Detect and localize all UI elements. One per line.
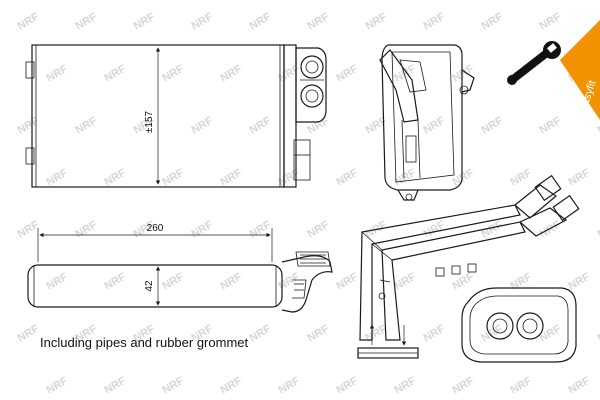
watermark-text: NRF	[16, 323, 42, 345]
watermark-text: NRF	[480, 323, 506, 345]
watermark-text: NRF	[538, 115, 564, 137]
watermark-text: NRF	[45, 63, 71, 85]
watermark-text: NRF	[596, 219, 600, 241]
watermark-text: NRF	[538, 323, 564, 345]
watermark-text: NRF	[74, 219, 100, 241]
watermark-text: NRF	[509, 271, 535, 293]
depth-dimension-label: 42	[144, 280, 155, 292]
watermark-text: NRF	[335, 271, 361, 293]
watermark-text: NRF	[596, 11, 600, 33]
watermark-text: NRF	[538, 219, 564, 241]
watermark-text: NRF	[103, 375, 129, 397]
watermark-text: NRF	[567, 271, 593, 293]
watermark-text: NRF	[161, 271, 187, 293]
pipe-assembly	[357, 174, 580, 359]
watermark-text: NRF	[16, 115, 42, 137]
easyfit-badge: easyfit	[507, 20, 600, 120]
watermark-text: NRF	[161, 63, 187, 85]
bottom-view: 260 42	[27, 223, 333, 313]
watermark-text: NRF	[422, 115, 448, 137]
watermark-text: NRF	[16, 11, 42, 33]
watermark-text: NRF	[248, 323, 274, 345]
rubber-grommet	[461, 287, 577, 363]
watermark-text: NRF	[596, 115, 600, 137]
watermark-text: NRF	[219, 167, 245, 189]
watermark-text: NRF	[248, 11, 274, 33]
watermark-text: NRF	[103, 271, 129, 293]
length-dimension-label: 260	[147, 223, 164, 234]
front-view: ±157	[25, 44, 327, 188]
watermark-text: NRF	[190, 11, 216, 33]
watermark-text: NRF	[161, 167, 187, 189]
watermark-text: NRF	[277, 375, 303, 397]
watermark-text: NRF	[190, 115, 216, 137]
watermark-text: NRF	[219, 271, 245, 293]
watermark-text: NRF	[277, 271, 303, 293]
watermark-text: NRF	[364, 11, 390, 33]
watermark-text: NRF	[393, 63, 419, 85]
watermark-text: NRF	[335, 63, 361, 85]
watermark-text: NRF	[306, 219, 332, 241]
watermark-text: NRF	[422, 11, 448, 33]
wrench-icon	[507, 41, 561, 85]
watermark-text: NRF	[567, 167, 593, 189]
watermark-text: NRF	[132, 11, 158, 33]
watermark-text: NRF	[480, 11, 506, 33]
watermark-text: NRF	[74, 115, 100, 137]
watermark-text: NRF	[45, 167, 71, 189]
watermark-text: NRF	[16, 219, 42, 241]
watermark-text: NRF	[335, 375, 361, 397]
watermark-text: NRF	[364, 115, 390, 137]
watermark-text: NRF	[248, 219, 274, 241]
watermark-text: NRF	[451, 167, 477, 189]
watermark-text: NRF	[219, 63, 245, 85]
watermark-text: NRF	[393, 271, 419, 293]
watermark-text: NRF	[45, 271, 71, 293]
watermark-text: NRF	[103, 63, 129, 85]
watermark-text: NRF	[306, 323, 332, 345]
watermark-text: NRF	[393, 375, 419, 397]
watermark-text: NRF	[190, 219, 216, 241]
watermark-text: NRF	[451, 375, 477, 397]
watermark-text: NRF	[248, 115, 274, 137]
caption-text: Including pipes and rubber grommet	[40, 335, 249, 350]
watermark-text: NRF	[538, 11, 564, 33]
watermark-text: NRF	[567, 375, 593, 397]
easyfit-badge-background	[560, 20, 600, 120]
watermark-text: NRF	[509, 375, 535, 397]
watermark-text: NRF	[219, 375, 245, 397]
side-view	[379, 44, 475, 201]
watermark-text: NRF	[74, 11, 100, 33]
watermark-text: NRF	[422, 323, 448, 345]
watermark-text: NRF	[306, 11, 332, 33]
watermark-text: NRF	[103, 167, 129, 189]
watermark-text: NRF	[480, 115, 506, 137]
watermark-text: NRF	[393, 167, 419, 189]
watermark-text: NRF	[306, 115, 332, 137]
watermark-text: NRF	[335, 167, 361, 189]
watermark-text: NRF	[596, 323, 600, 345]
watermark-text: NRF	[161, 375, 187, 397]
watermark-text: NRF	[509, 167, 535, 189]
height-dimension-label: ±157	[144, 110, 155, 133]
watermark-text: NRF	[45, 375, 71, 397]
